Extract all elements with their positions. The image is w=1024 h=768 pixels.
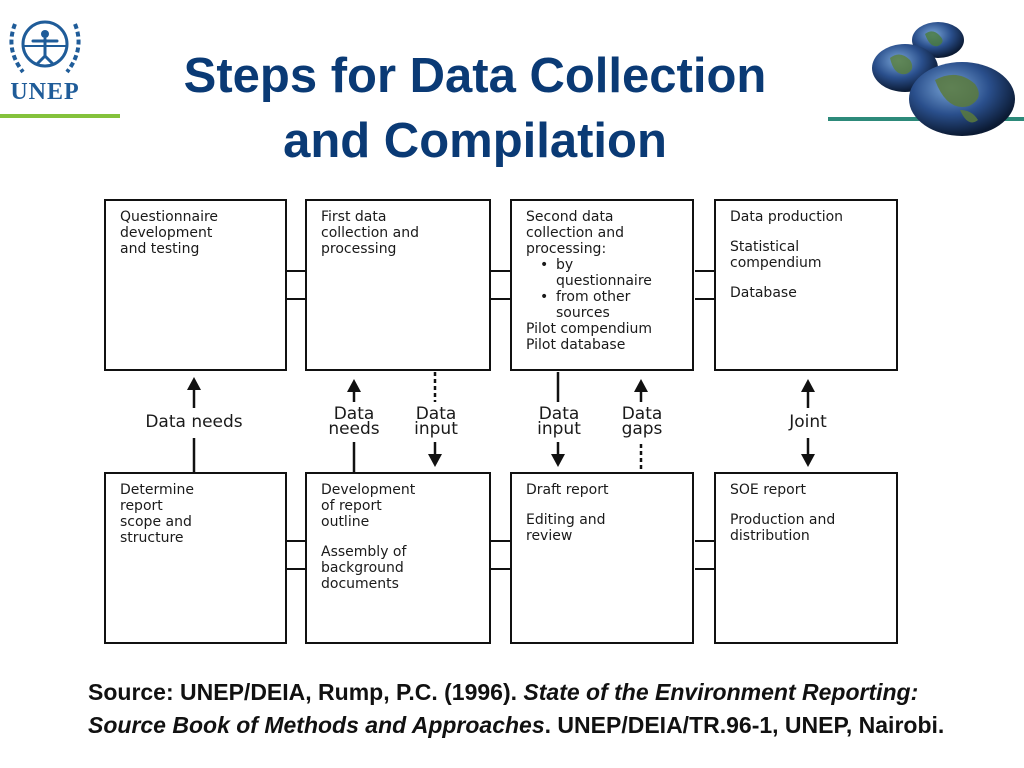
box-line: documents	[321, 576, 399, 592]
box-line: scope and	[120, 514, 192, 530]
label-line: Data	[538, 404, 580, 424]
label-line: Data	[621, 404, 663, 424]
box-line: Assembly of	[321, 544, 407, 560]
box-line: Determine	[120, 482, 195, 498]
box-report-outline: Development of report outline Assembly o…	[305, 472, 491, 644]
label-data-input-2: Data input	[524, 404, 594, 439]
flow-data-needs-2	[347, 379, 361, 472]
box-determine-report-scope: Determine report scope and structure	[104, 472, 287, 644]
flow-data-needs-1	[187, 377, 201, 472]
box-line: outline	[321, 514, 370, 530]
box-line: Second data	[526, 209, 614, 225]
box-line: processing	[321, 241, 397, 257]
slide-title: Steps for Data Collection and Compilatio…	[120, 44, 830, 174]
box-line: First data	[321, 209, 387, 225]
box-line: compendium	[730, 255, 822, 271]
flow-data-input-2	[551, 372, 565, 467]
label-line: Data	[415, 404, 457, 424]
label-line: input	[537, 419, 581, 439]
label-data-input-1: Data input	[402, 404, 470, 439]
flow-data-gaps	[634, 379, 648, 472]
box-line: Editing and	[526, 512, 606, 528]
unep-emblem-icon	[9, 20, 81, 74]
box-line: Pilot database	[526, 337, 626, 353]
box-first-data-collection: First data collection and processing	[305, 199, 491, 371]
box-line: SOE report	[730, 482, 806, 498]
bullet-item: • from other sources	[526, 289, 678, 321]
box-line: collection and	[321, 225, 419, 241]
box-soe-report: SOE report Production and distribution	[714, 472, 898, 644]
slide-title-line-2: and Compilation	[283, 114, 667, 168]
source-suffix: . UNEP/DEIA/TR.96-1, UNEP, Nairobi.	[544, 712, 945, 738]
box-line: sources	[556, 305, 610, 321]
flow-data-input-1	[428, 372, 442, 467]
box-draft-report: Draft report Editing and review	[510, 472, 694, 644]
box-line: distribution	[730, 528, 810, 544]
label-data-needs-2: Data needs	[318, 404, 390, 439]
label-joint: Joint	[789, 412, 827, 432]
box-line: Development	[321, 482, 416, 498]
source-prefix: Source: UNEP/DEIA, Rump, P.C. (1996).	[88, 679, 524, 705]
source-citation: Source: UNEP/DEIA, Rump, P.C. (1996). St…	[88, 676, 988, 742]
label-line: gaps	[621, 419, 663, 439]
bullet-icon: •	[540, 289, 549, 305]
box-line: report	[120, 498, 163, 514]
box-line: development	[120, 225, 213, 241]
box-line: and testing	[120, 241, 200, 257]
bullet-item: • by questionnaire	[526, 257, 678, 289]
box-line: structure	[120, 530, 184, 546]
box-line: questionnaire	[556, 273, 652, 289]
unep-logo-text: UNEP	[10, 79, 80, 105]
label-line: input	[414, 419, 458, 439]
source-title: State of the Environment Reporting: Sour…	[88, 679, 919, 738]
label-data-needs-1: Data needs	[145, 412, 243, 432]
box-line: Data production	[730, 209, 844, 225]
slide-title-line-1: Steps for Data Collection	[183, 49, 767, 103]
label-data-gaps: Data gaps	[609, 404, 675, 439]
bullet-list: • by questionnaire • from other sources	[526, 257, 678, 321]
box-line: background	[321, 560, 404, 576]
bullet-icon: •	[540, 257, 549, 273]
box-data-production: Data production Statistical compendium D…	[714, 199, 898, 371]
globes-icon	[872, 22, 1015, 136]
box-line: Questionnaire	[120, 209, 219, 225]
box-line: collection and	[526, 225, 624, 241]
box-line: review	[526, 528, 573, 544]
box-second-data-collection: Second data collection and processing: •…	[510, 199, 694, 371]
box-line: Draft report	[526, 482, 609, 498]
flow-joint	[801, 379, 815, 467]
box-line: of report	[321, 498, 382, 514]
box-line: Pilot compendium	[526, 321, 652, 337]
box-line: processing:	[526, 241, 607, 257]
box-line: Database	[730, 285, 797, 301]
box-line: by	[556, 257, 574, 273]
box-questionnaire-development: Questionnaire development and testing	[104, 199, 287, 371]
box-line: Statistical	[730, 239, 800, 255]
box-line: from other	[556, 289, 631, 305]
label-line: needs	[328, 419, 380, 439]
box-line: Production and	[730, 512, 836, 528]
label-line: Data	[333, 404, 375, 424]
